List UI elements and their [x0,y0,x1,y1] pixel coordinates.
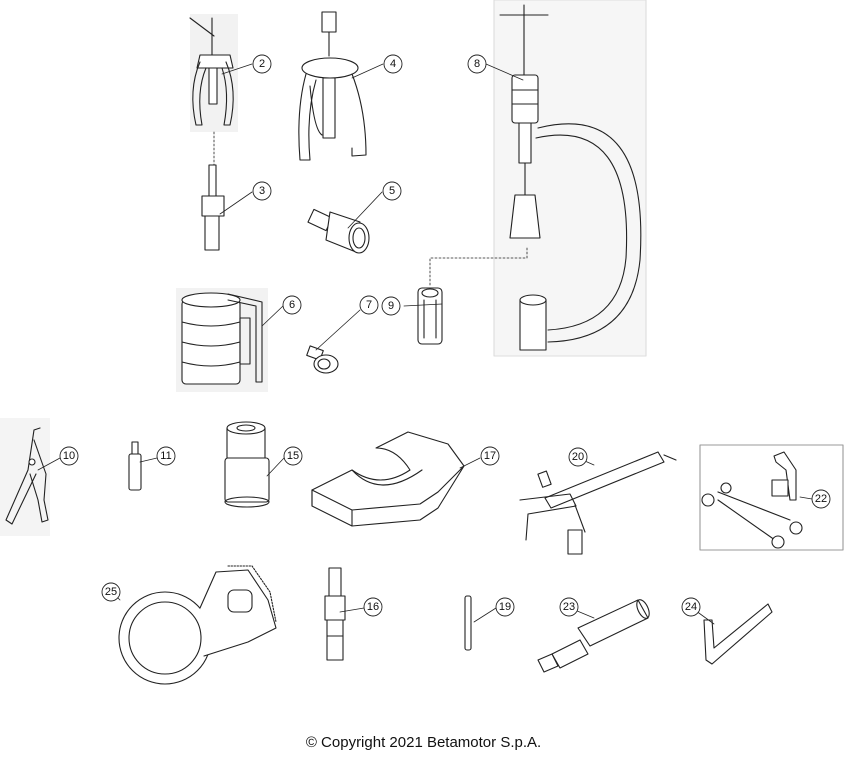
callout-6: 6 [289,299,295,311]
callout-bubble [467,54,487,74]
part-17-drawing [311,431,465,527]
part-2-drawing [189,17,234,126]
part-15-drawing [224,421,270,508]
callout-8: 8 [474,58,480,70]
callout-bubble [559,597,579,617]
callout-bubble [156,446,176,466]
callout-24: 24 [685,601,697,613]
callout-19: 19 [499,601,511,613]
callout-5: 5 [389,185,395,197]
part-22-drawing [701,451,803,549]
callout-bubble [363,597,383,617]
dashed-leader [429,247,528,286]
callout-4: 4 [390,58,396,70]
callout-bubble [681,597,701,617]
callout-bubble [495,597,515,617]
part-23-drawing [537,599,650,673]
callout-bubble [383,54,403,74]
part-9-drawing [417,287,443,345]
callout-7: 7 [366,299,372,311]
callout-15: 15 [287,450,299,462]
part-25-drawing [118,565,277,685]
callout-bubble [382,181,402,201]
callout-bubble [252,54,272,74]
callout-bubble [101,582,121,602]
callout-17: 17 [484,450,496,462]
callout-25: 25 [105,586,117,598]
part-5-drawing [307,208,370,254]
part-11-drawing [128,441,142,491]
part-4-drawing [298,11,367,161]
part-6-drawing [181,292,263,385]
callout-2: 2 [259,58,265,70]
callout-bubble [381,296,401,316]
callout-bubble [252,181,272,201]
callout-bubble [359,295,379,315]
part-24-drawing [703,603,773,665]
callout-9: 9 [388,300,394,312]
callout-bubble [568,447,588,467]
part-8-drawing [499,4,642,351]
part-7-drawing [306,345,339,374]
callout-20: 20 [572,451,584,463]
callout-bubble [283,446,303,466]
callout-11: 11 [160,450,171,462]
callout-10: 10 [63,450,75,462]
part-19-drawing [464,595,472,651]
callout-23: 23 [563,601,575,613]
callout-16: 16 [367,601,379,613]
callout-bubble [480,446,500,466]
bg-panel-8 [493,0,647,357]
part-10-drawing [5,427,49,525]
callout-3: 3 [259,185,265,197]
callout-bubble [59,446,79,466]
part-20-drawing [519,451,677,555]
callout-bubble [282,295,302,315]
callout-bubble [811,489,831,509]
callout-22: 22 [815,493,827,505]
part-16-drawing [324,567,346,661]
copyright-notice: © Copyright 2021 Betamotor S.p.A. [305,734,542,751]
callout-leaders [37,63,813,625]
part-3-drawing [201,164,225,251]
